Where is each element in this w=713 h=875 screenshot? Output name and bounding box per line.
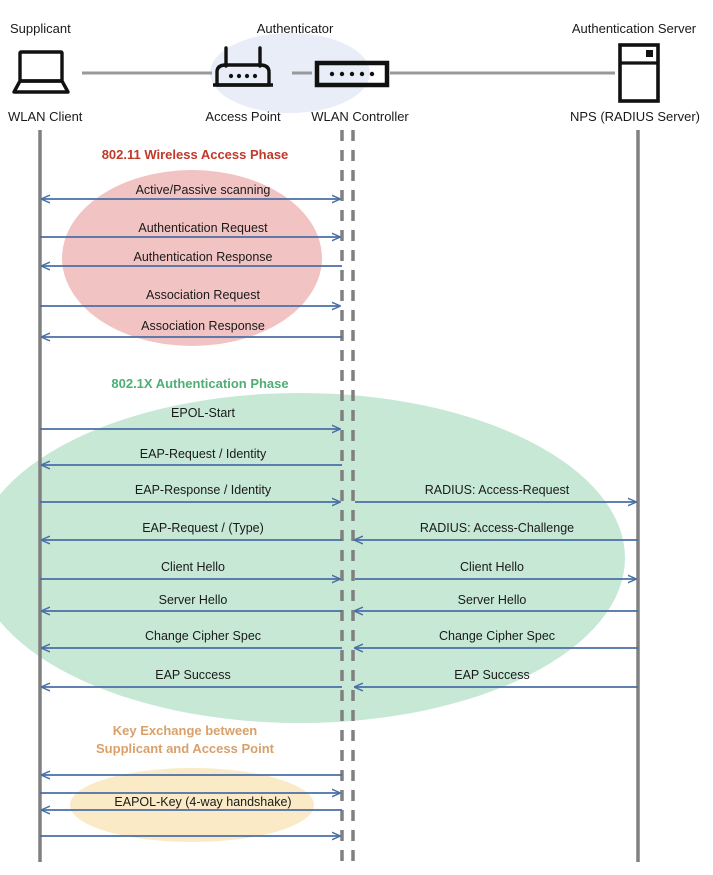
message-label: EPOL-Start — [171, 406, 235, 420]
message-label: Change Cipher Spec — [439, 629, 555, 643]
message-label: Client Hello — [161, 560, 225, 574]
message-label: Authentication Response — [134, 250, 273, 264]
message-label-eapol-key: EAPOL-Key (4-way handshake) — [114, 795, 291, 809]
device-label-nps-radius-server: NPS (RADIUS Server) — [570, 109, 700, 124]
message-label: Server Hello — [159, 593, 228, 607]
message-label: EAP Success — [454, 668, 530, 682]
messages-dot1x-left — [40, 429, 342, 687]
icon-wlan-controller — [314, 60, 390, 88]
phase-label-key-exchange-line1: Key Exchange between — [113, 723, 258, 738]
message-label: Client Hello — [460, 560, 524, 574]
phase-label-key-exchange-line2: Supplicant and Access Point — [96, 741, 275, 756]
device-label-wlan-client: WLAN Client — [8, 109, 83, 124]
message-label: Association Response — [141, 319, 265, 333]
role-label-authenticator: Authenticator — [257, 21, 334, 36]
lifelines — [38, 130, 640, 862]
phase-backgrounds — [0, 170, 625, 842]
phase-ellipse-dot1x-authentication — [0, 393, 625, 723]
message-label: Active/Passive scanning — [136, 183, 271, 197]
role-label-authentication-server: Authentication Server — [572, 21, 697, 36]
message-label: RADIUS: Access-Request — [425, 483, 570, 497]
message-label: EAP-Response / Identity — [135, 483, 272, 497]
authenticator-halo — [210, 33, 370, 113]
message-label: Change Cipher Spec — [145, 629, 261, 643]
message-label: EAP-Request / (Type) — [142, 521, 264, 535]
device-label-wlan-controller: WLAN Controller — [311, 109, 409, 124]
messages-wireless-access — [40, 199, 342, 337]
icon-laptop — [12, 50, 70, 94]
phase-ellipse-wireless-access — [62, 170, 322, 346]
device-label-access-point: Access Point — [205, 109, 281, 124]
phase-label-dot1x-authentication: 802.1X Authentication Phase — [111, 376, 288, 391]
messages-key-exchange — [40, 775, 342, 836]
phase-label-wireless-access: 802.11 Wireless Access Phase — [102, 147, 289, 162]
message-label: EAP Success — [155, 668, 231, 682]
role-label-supplicant: Supplicant — [10, 21, 71, 36]
icon-server — [618, 43, 660, 103]
icon-access-point-lights — [228, 73, 258, 79]
phase-ellipse-key-exchange — [70, 768, 314, 842]
message-label: Authentication Request — [138, 221, 268, 235]
message-label: EAP-Request / Identity — [140, 447, 267, 461]
message-label: RADIUS: Access-Challenge — [420, 521, 574, 535]
message-label: Association Request — [146, 288, 260, 302]
message-labels-dot1x: EPOL-Start EAP-Request / Identity EAP-Re… — [135, 406, 574, 682]
message-labels-wireless-access: Active/Passive scanning Authentication R… — [134, 183, 273, 333]
icon-access-point — [213, 46, 273, 87]
messages-dot1x-right — [355, 502, 638, 687]
message-label: Server Hello — [458, 593, 527, 607]
